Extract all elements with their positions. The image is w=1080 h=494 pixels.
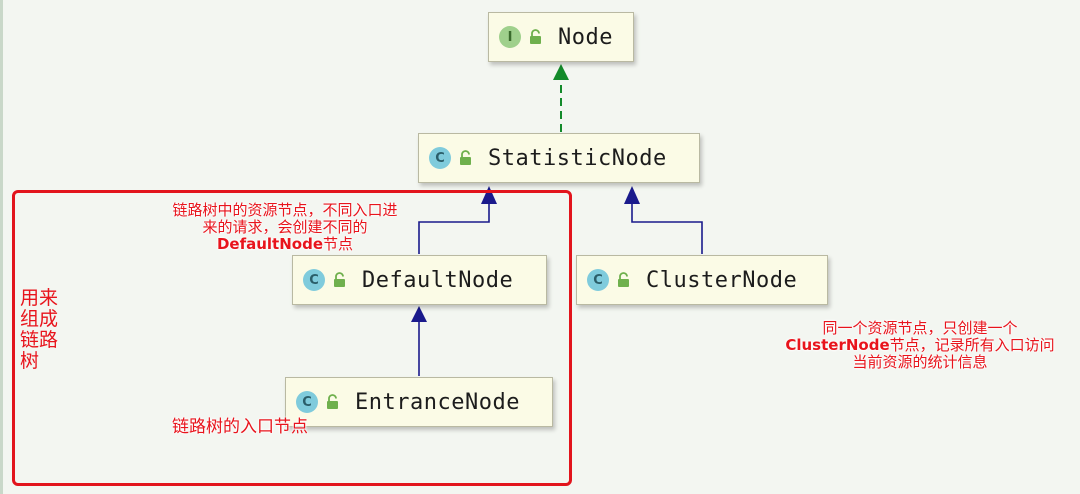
lock-icon <box>618 272 629 287</box>
class-icon: C <box>429 147 451 169</box>
default-node-note-line1: 链路树中的资源节点，不同入口进 <box>172 201 398 219</box>
statistic-node-label: StatisticNode <box>488 145 667 171</box>
default-node-note-line3: DefaultNode节点 <box>140 236 430 253</box>
default-node-box[interactable]: C DefaultNode <box>292 255 547 305</box>
interface-icon: I <box>499 26 521 48</box>
cluster-node-box[interactable]: C ClusterNode <box>576 255 828 305</box>
default-node-annotation: 链路树中的资源节点，不同入口进 来的请求，会创建不同的 DefaultNode节… <box>140 202 430 253</box>
default-node-note-line2: 来的请求，会创建不同的 <box>202 218 368 236</box>
cluster-extends-line <box>631 204 703 254</box>
class-icon: C <box>303 269 325 291</box>
cluster-note-bold: ClusterNode <box>785 336 890 354</box>
lock-icon <box>530 29 541 44</box>
left-border <box>0 0 3 494</box>
default-extends-arrowhead <box>481 186 497 204</box>
chain-tree-region <box>12 190 572 486</box>
chain-tree-annotation: 用来组成链路树 <box>20 287 59 372</box>
entrance-extends-arrowhead <box>411 306 427 322</box>
lock-icon <box>327 394 338 409</box>
node-interface-box[interactable]: I Node <box>488 12 634 62</box>
cluster-node-annotation: 同一个资源节点，只创建一个 ClusterNode节点，记录所有入口访问 当前资… <box>760 320 1080 371</box>
cluster-node-label: ClusterNode <box>646 267 798 293</box>
default-node-note-rest: 节点 <box>323 235 354 253</box>
lock-icon <box>334 272 345 287</box>
cluster-note-rest: 节点，记录所有入口访问 <box>889 336 1055 354</box>
class-icon: C <box>296 391 318 413</box>
entrance-annotation: 链路树的入口节点 <box>172 417 308 437</box>
statistic-node-box[interactable]: C StatisticNode <box>418 133 700 183</box>
default-node-label: DefaultNode <box>362 267 514 293</box>
implements-arrowhead <box>553 64 569 80</box>
cluster-note-line2: ClusterNode节点，记录所有入口访问 <box>760 337 1080 354</box>
entrance-node-label: EntranceNode <box>355 389 520 415</box>
class-icon: C <box>587 269 609 291</box>
lock-icon <box>460 150 471 165</box>
cluster-note-line3: 当前资源的统计信息 <box>852 353 988 371</box>
node-label: Node <box>558 24 613 50</box>
entrance-node-box[interactable]: C EntranceNode <box>285 377 553 427</box>
default-node-note-bold: DefaultNode <box>216 235 324 253</box>
cluster-extends-arrowhead <box>624 186 640 204</box>
default-extends-line <box>418 204 490 254</box>
cluster-note-line1: 同一个资源节点，只创建一个 <box>822 319 1018 337</box>
